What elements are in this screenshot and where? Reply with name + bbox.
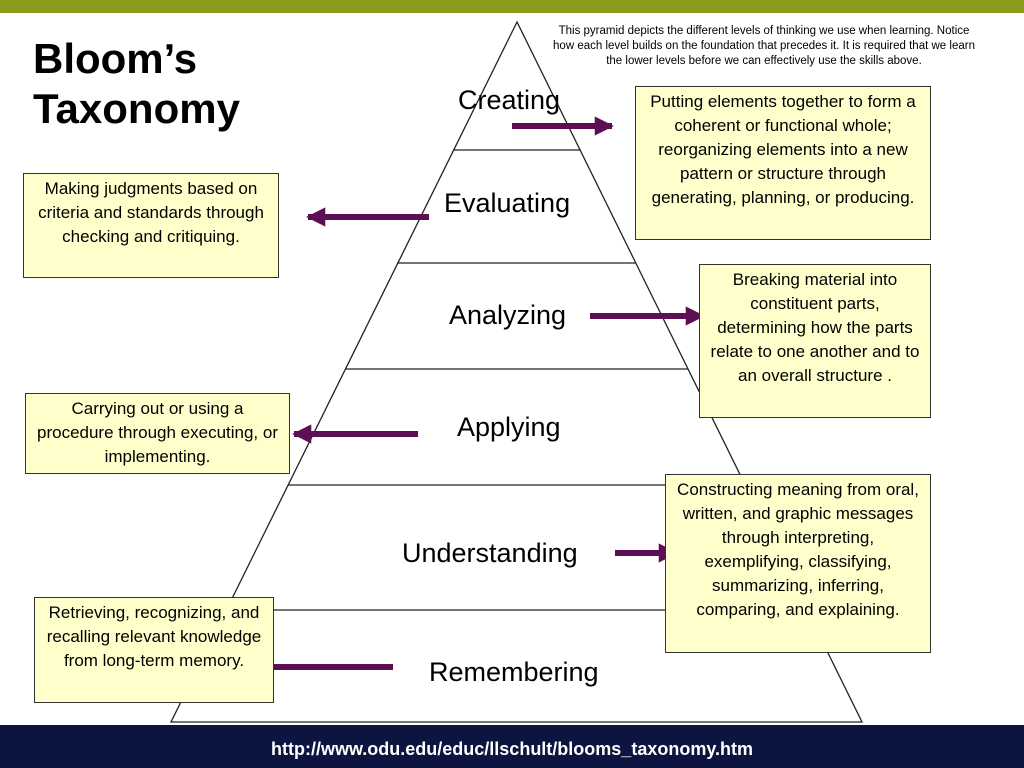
level-label-understanding: Understanding	[402, 538, 578, 568]
level-label-creating: Creating	[458, 85, 561, 115]
page-title: Bloom’s Taxonomy	[33, 34, 240, 134]
description-box-creating: Putting elements together to form a cohe…	[635, 86, 931, 240]
level-label-analyzing: Analyzing	[449, 300, 567, 330]
level-label-evaluating: Evaluating	[444, 188, 571, 218]
footer-url-link[interactable]: http://www.odu.edu/educ/llschult/blooms_…	[270, 739, 753, 759]
description-box-evaluating: Making judgments based on criteria and s…	[23, 173, 279, 278]
description-box-understanding: Constructing meaning from oral, written,…	[665, 474, 931, 653]
footer-bar	[0, 725, 1024, 768]
title-line-2: Taxonomy	[33, 85, 240, 132]
description-box-analyzing: Breaking material into constituent parts…	[699, 264, 931, 418]
level-label-remembering: Remembering	[429, 657, 599, 687]
intro-note: This pyramid depicts the different level…	[553, 25, 975, 67]
title-line-1: Bloom’s	[33, 35, 198, 82]
top-accent-bar	[0, 0, 1024, 13]
level-label-applying: Applying	[457, 412, 561, 442]
description-box-remembering: Retrieving, recognizing, and recalling r…	[34, 597, 274, 703]
description-box-applying: Carrying out or using a procedure throug…	[25, 393, 290, 474]
